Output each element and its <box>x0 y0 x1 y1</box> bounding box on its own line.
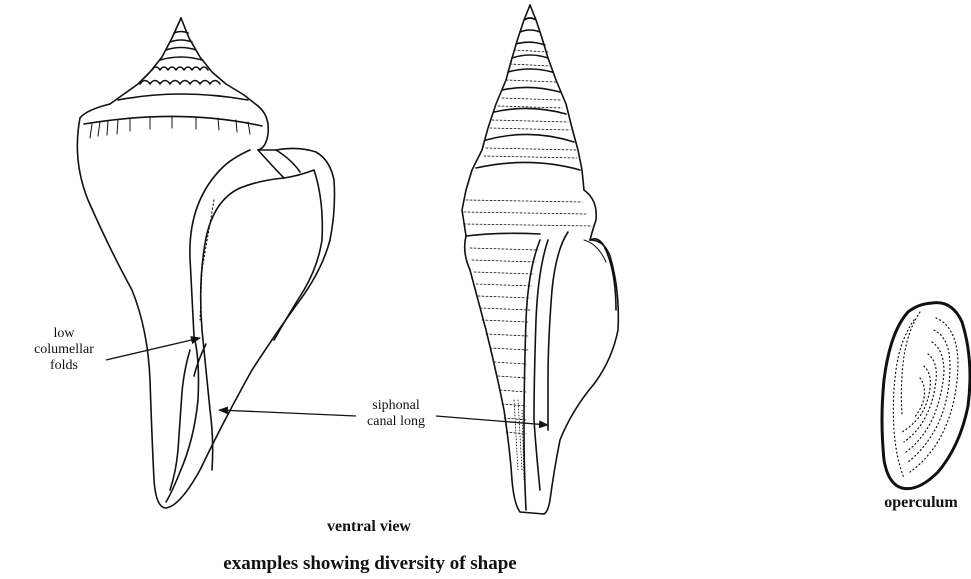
whelk-shell-illustration <box>77 18 334 508</box>
siphonal-canal-label: siphonal canal long <box>355 398 437 430</box>
siphonal-canal-arrow-right <box>436 416 548 425</box>
siphonal-label-line-2: canal long <box>355 414 437 430</box>
columellar-label-line-1: low <box>22 326 106 342</box>
ventral-view-label: ventral view <box>309 518 429 536</box>
columellar-folds-label: low columellar folds <box>22 326 106 374</box>
figure-caption: examples showing diversity of shape <box>150 553 590 575</box>
columellar-label-line-2: columellar <box>22 342 106 358</box>
operculum-label: operculum <box>871 494 971 512</box>
columellar-label-line-3: folds <box>22 358 106 374</box>
siphonal-canal-arrow-left <box>219 410 356 416</box>
operculum-illustration <box>882 303 970 489</box>
siphonal-label-line-1: siphonal <box>355 398 437 414</box>
spindle-shell-illustration <box>462 5 618 514</box>
columellar-folds-arrow <box>106 338 200 360</box>
